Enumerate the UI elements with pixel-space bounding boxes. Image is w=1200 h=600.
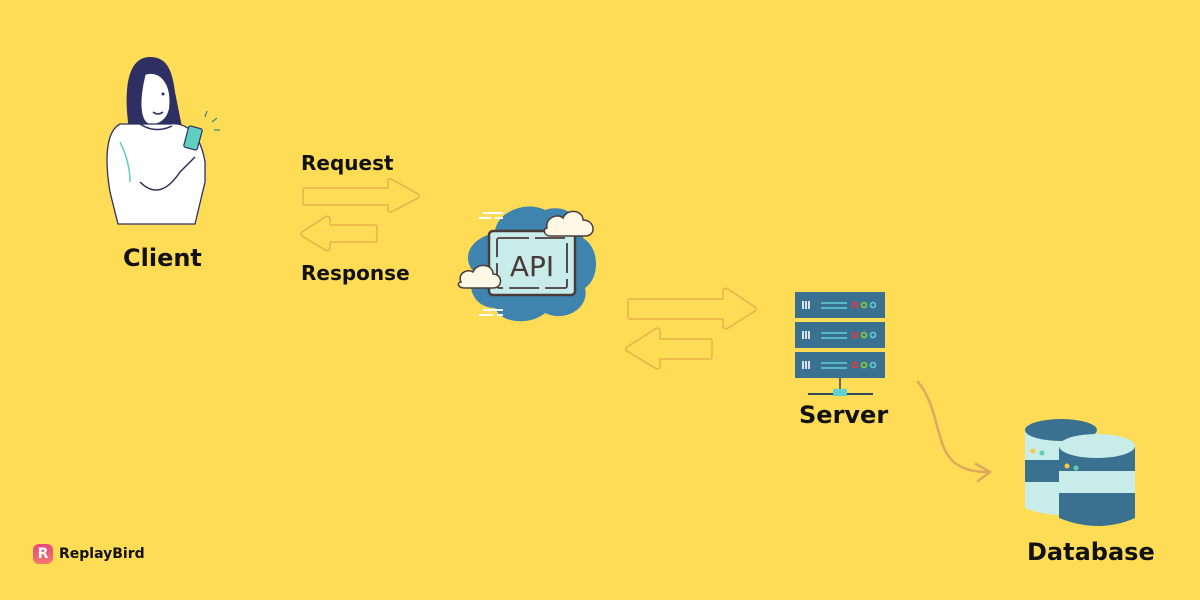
response-label: Response	[301, 261, 410, 285]
response-arrow-icon	[300, 215, 378, 252]
server-to-api-arrow-icon	[625, 327, 713, 370]
database-label: Database	[1027, 538, 1155, 566]
server-rack-icon	[795, 292, 885, 396]
database-cylinders-icon	[1025, 419, 1135, 526]
brand-name: ReplayBird	[59, 546, 145, 562]
request-arrow-icon	[302, 178, 420, 213]
client-label: Client	[123, 244, 202, 272]
request-label: Request	[301, 151, 394, 175]
api-cloud-icon: API	[457, 206, 597, 322]
curved-arrow-icon	[916, 380, 992, 483]
api-text: API	[510, 250, 554, 283]
server-label: Server	[799, 401, 889, 429]
woman-with-phone-icon	[106, 57, 220, 225]
replaybird-logo-icon: R	[33, 544, 53, 564]
api-to-server-arrow-icon	[627, 287, 757, 330]
brand-logo-block: R ReplayBird	[33, 544, 145, 564]
